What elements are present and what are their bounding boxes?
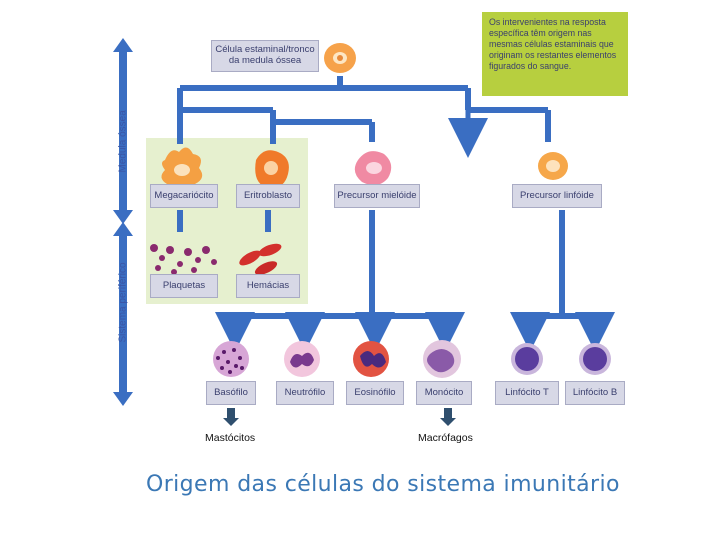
leukocyte-drops [215, 110, 615, 352]
lymphocyte-b-illustration [579, 343, 611, 375]
mast-cells-caption: Mastócitos [205, 432, 256, 444]
lineage-connectors [177, 76, 595, 319]
monocyte-illustration [423, 340, 461, 378]
bone-marrow-range-arrow [113, 38, 133, 224]
peripheral-range-arrow [113, 222, 133, 406]
monocyte-box: Monócito [416, 381, 472, 405]
platelets-illustration [150, 244, 217, 275]
basophil-illustration [213, 341, 249, 377]
myeloid-precursor-illustration [354, 151, 392, 186]
eosinophil-box: Eosinófilo [346, 381, 404, 405]
lymphoid-precursor-illustration [538, 152, 568, 180]
neutrophil-illustration [284, 341, 320, 377]
red-cells-box: Hemácias [236, 274, 300, 298]
lymphoid-precursor-box: Precursor linfóide [512, 184, 602, 208]
lymphocyte-t-box: Linfócito T [495, 381, 559, 405]
macrophages-caption: Macrófagos [418, 432, 473, 444]
mast-cell-arrow [223, 408, 239, 426]
neutrophil-box: Neutrófilo [276, 381, 334, 405]
lymphocyte-t-illustration [511, 343, 543, 375]
megakaryocyte-illustration [161, 147, 203, 192]
diagram-graphics [113, 38, 615, 426]
platelets-box: Plaquetas [150, 274, 218, 298]
peripheral-system-label: Sistema periférico [117, 262, 129, 343]
basophil-box: Basófilo [206, 381, 256, 405]
bone-marrow-label: Medula óssea [117, 110, 129, 173]
slide-title: Origem das células do sistema imunitário [146, 472, 620, 497]
megakaryocyte-box: Megacariócito [150, 184, 218, 208]
red-cells-illustration [239, 243, 282, 275]
eosinophil-illustration [353, 341, 389, 377]
erythroblast-box: Eritroblasto [236, 184, 300, 208]
stem-cell-illustration [324, 43, 356, 73]
diagram-figure: Medula óssea Sistema periférico Célula e… [90, 10, 642, 444]
myeloid-precursor-box: Precursor mielóide [334, 184, 420, 208]
erythroblast-illustration [255, 150, 289, 189]
note-box: Os intervenientes na resposta específica… [482, 12, 628, 96]
macrophage-arrow [440, 408, 456, 426]
lymphocyte-b-box: Linfócito B [565, 381, 625, 405]
stem-cell-box: Célula estaminal/tronco da medula óssea [211, 40, 319, 72]
